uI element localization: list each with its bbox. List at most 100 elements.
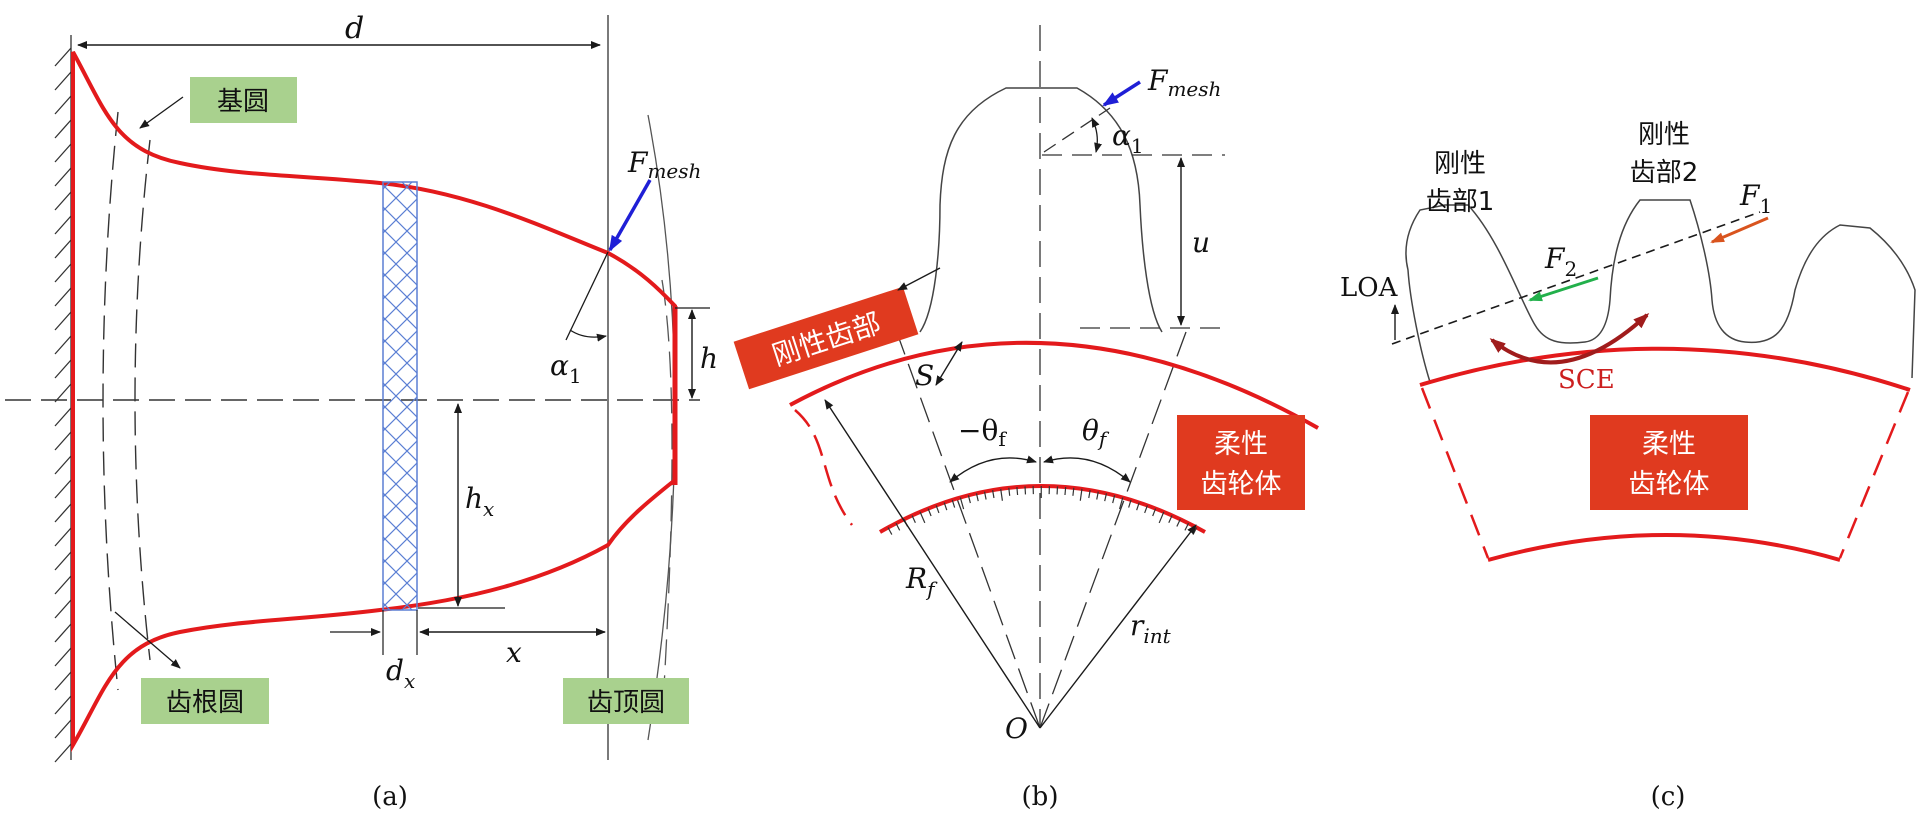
flex-body-left-dashed-c [1420, 387, 1490, 559]
flex-body-right-dashed-c [1838, 391, 1910, 559]
dx-symbol: dx [386, 654, 415, 693]
inner-arc-tick [911, 515, 916, 523]
s-symbol: S [915, 359, 934, 392]
flex-body-label-b-line1: 柔性 [1214, 429, 1268, 460]
root-circle-leader [114, 611, 181, 669]
base-circle-dashed [134, 139, 151, 661]
loa-label: LOA [1340, 273, 1399, 303]
tip-circle-label-box [563, 678, 689, 724]
inner-arc-tick [1158, 511, 1165, 524]
alpha-arc-b [1091, 117, 1102, 153]
rf-symbol: Rf [905, 562, 938, 601]
flex-body-label-box-c [1590, 415, 1748, 510]
alpha-symbol-a: α1 [550, 349, 582, 388]
origin-symbol: O [1005, 712, 1028, 745]
f1-arrow [1710, 216, 1769, 244]
s-arrow [935, 341, 963, 386]
sce-arc [1489, 312, 1650, 365]
inner-arc-tick [1096, 491, 1099, 500]
inner-arc-tick [983, 491, 987, 500]
flex-body-label-c-line2: 齿轮体 [1629, 469, 1710, 500]
f2-arrow [1528, 276, 1599, 302]
tooth-row-outline [1405, 199, 1916, 383]
caption-a: (a) [372, 782, 408, 812]
inner-arc-tick [992, 490, 995, 499]
rigid-tooth-leader [897, 267, 941, 291]
inner-arc-tick [919, 511, 926, 524]
flex-body-label-box-b [1177, 415, 1305, 510]
inner-arc-tick [1064, 486, 1067, 496]
loa-line [1391, 211, 1761, 345]
inner-arc-tick [1079, 488, 1083, 501]
inner-arc-tick [1088, 490, 1091, 499]
flex-body-label-b-line2: 齿轮体 [1201, 469, 1282, 500]
neg-theta-symbol: −θf [958, 414, 1007, 451]
fmesh-symbol-b: Fmesh [1147, 64, 1221, 101]
panel-a: d 基圆 齿根圆 齿顶圆 Fmesh α1 h hx dx x [5, 11, 718, 812]
theta-symbol: θf [1082, 414, 1110, 451]
inner-arc-tick [1168, 515, 1173, 523]
inner-arc-tick [927, 508, 932, 517]
rigid-tooth-label: 刚性齿部 [733, 286, 919, 390]
rint-radius [1039, 524, 1197, 729]
alpha-symbol-b: α1 [1112, 119, 1144, 158]
tooth1-label-line1: 刚性 [1434, 149, 1486, 179]
tip-circle-label: 齿顶圆 [587, 688, 665, 718]
root-circle-label: 齿根圆 [166, 688, 244, 718]
alpha-arc-a [569, 329, 607, 342]
tip-circle-dashed [661, 279, 673, 721]
inner-arc-tick [959, 497, 965, 510]
inner-arc-tick [1152, 508, 1157, 517]
sce-label: SCE [1558, 365, 1615, 395]
h-symbol: h [700, 342, 718, 375]
rf-radius [824, 399, 1041, 729]
fmesh-arrow-b [1102, 80, 1141, 107]
flex-body-top-arc-c [1419, 346, 1911, 392]
inner-arc-tick [1144, 505, 1148, 514]
rint-symbol: rint [1130, 609, 1172, 648]
inner-arc-tick [1072, 487, 1075, 496]
root-circle-label-box [141, 678, 269, 724]
inner-arc-tick [1112, 495, 1116, 504]
d-symbol: d [345, 11, 364, 46]
base-circle-label-box [190, 77, 297, 123]
panel-b: u Fmesh α1 刚性齿部 S −θf θf Rf rint O 柔性 齿轮… [733, 25, 1319, 812]
inner-arc-tick [943, 502, 948, 511]
flex-body-label-c-line1: 柔性 [1642, 429, 1696, 460]
caption-b: (b) [1022, 782, 1059, 812]
tooth2-label-line2: 齿部2 [1630, 158, 1699, 188]
panel-c: 柔性 齿轮体 LOA F1 F2 SCE 刚性 齿部1 刚性 齿部2 (c) [1340, 120, 1916, 812]
inner-arc-tick [1000, 488, 1003, 501]
tooth2-label-line1: 刚性 [1638, 120, 1690, 150]
line-of-action-a [565, 251, 609, 341]
tooth-profile-a [71, 51, 677, 753]
inner-arc-tick [935, 505, 940, 514]
fixed-wall [54, 35, 72, 763]
hx-symbol: hx [465, 482, 494, 521]
radial-line-right [1039, 331, 1187, 729]
base-circle-leader [139, 96, 184, 129]
tooth-outline-b [919, 87, 1163, 333]
u-symbol: u [1192, 226, 1210, 259]
inner-arc-tick [951, 499, 956, 508]
inner-arc-ticks [887, 486, 1198, 535]
f2-symbol: F2 [1544, 242, 1577, 281]
inner-arc-tick [1008, 487, 1011, 496]
neg-theta-arc [949, 455, 1037, 483]
inner-arc-tick [975, 493, 979, 502]
inner-arc-tick [1118, 497, 1124, 510]
inner-arc-tick [967, 495, 971, 504]
base-circle-label: 基圆 [217, 87, 269, 117]
inner-arc-tick [887, 527, 893, 535]
inner-arc-tick [1128, 499, 1132, 508]
theta-arc [1043, 455, 1131, 483]
inner-arc-tick [1176, 518, 1181, 527]
flex-body-left-dashed [794, 409, 853, 526]
fmesh-symbol-a: Fmesh [627, 146, 701, 183]
x-symbol: x [506, 636, 522, 669]
hatched-slice [382, 181, 418, 611]
tooth1-label-line2: 齿部1 [1426, 187, 1495, 217]
root-circle-dashed [102, 111, 119, 691]
f1-symbol: F1 [1739, 179, 1772, 218]
